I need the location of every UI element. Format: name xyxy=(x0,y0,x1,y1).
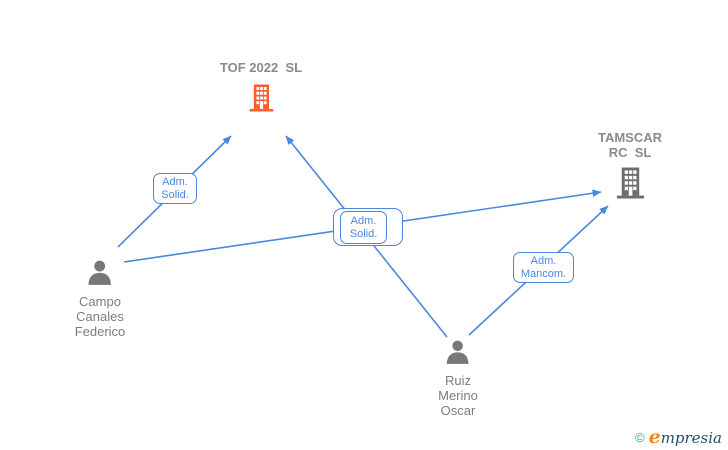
company-node-tamscar-rc-sl[interactable]: TAMSCAR RC SL xyxy=(598,130,662,200)
person-node-ruiz-merino-oscar[interactable]: Ruiz Merino Oscar xyxy=(438,340,478,418)
person-name-line3: Federico xyxy=(74,324,126,339)
copyright-icon: © xyxy=(635,430,645,445)
company-node-tof-2022-sl[interactable]: TOF 2022 SL xyxy=(220,60,302,113)
company-name-line2: RC SL xyxy=(608,145,652,160)
person-icon xyxy=(86,260,114,286)
brand-wordmark: empresia xyxy=(648,426,722,448)
empresia-logo[interactable]: © empresia xyxy=(635,426,722,448)
relation-label-adm-solid-center: Adm. Solid. xyxy=(340,211,387,244)
relation-label-adm-mancom: Adm. Mancom. xyxy=(513,252,574,283)
building-icon xyxy=(247,83,274,113)
relation-label-line1: Adm. xyxy=(530,254,557,267)
relation-label-adm-solid-left: Adm. Solid. xyxy=(153,173,197,204)
person-name-line3: Oscar xyxy=(440,403,476,418)
person-name-line2: Merino xyxy=(438,388,478,403)
relation-label-line1: Adm. xyxy=(350,214,377,227)
company-name: TAMSCAR xyxy=(597,130,663,145)
person-icon xyxy=(445,340,472,365)
relation-label-line2: Mancom. xyxy=(520,267,567,280)
building-icon xyxy=(615,166,646,200)
person-name: Ruiz xyxy=(444,373,471,388)
relation-label-line1: Adm. xyxy=(162,175,188,188)
company-name: TOF 2022 SL xyxy=(219,60,303,75)
brand-initial: e xyxy=(648,426,661,448)
person-name-line2: Canales xyxy=(76,309,124,324)
person-name: Campo xyxy=(79,294,121,309)
person-node-campo-canales-federico[interactable]: Campo Canales Federico xyxy=(74,260,126,339)
relation-label-line2: Solid. xyxy=(161,188,189,201)
brand-rest: mpresia xyxy=(660,429,722,447)
relation-label-line2: Solid. xyxy=(349,227,378,240)
